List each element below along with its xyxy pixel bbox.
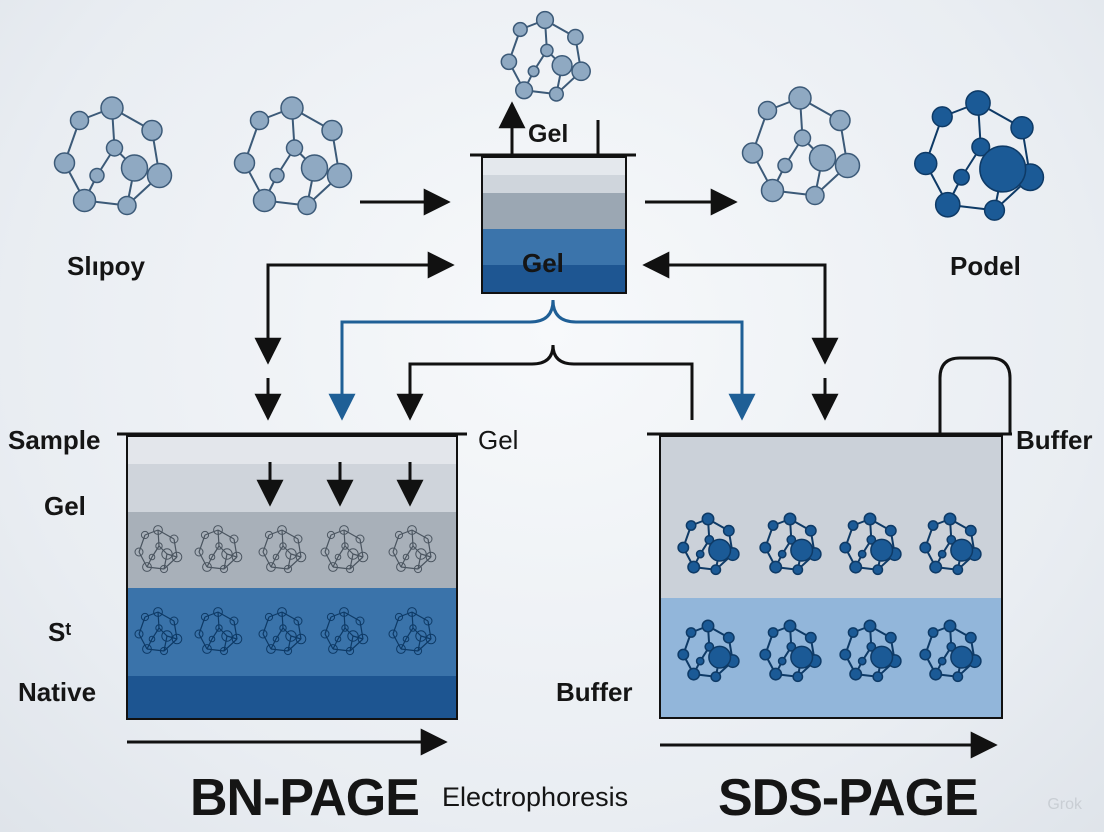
label-buffer-top: Buffer	[1016, 425, 1093, 455]
label-left-st: Sᵗ	[48, 617, 71, 647]
molecule-bn-row1-1	[194, 525, 243, 574]
molecule-sds-row2-2	[839, 619, 902, 683]
arrow-right-loop	[642, 251, 839, 365]
label-beaker-middle: Gel	[522, 248, 564, 278]
molecule-bn-row1-0	[134, 525, 183, 574]
black-bracket	[396, 344, 555, 421]
label-native: Native	[18, 677, 97, 707]
molecule-top-center	[500, 10, 591, 102]
label-center-gel: Gel	[478, 425, 519, 455]
molecule-top-1	[53, 96, 173, 216]
molecule-sds-row1-2	[839, 512, 902, 576]
label-left-gel: Gel	[44, 491, 86, 521]
molecule-bn-row1-2	[258, 525, 307, 574]
molecule-sds-row1-3	[919, 512, 982, 576]
label-sample: Sample	[8, 425, 101, 455]
molecule-top-3	[741, 86, 861, 206]
arrow-left-loop	[254, 251, 455, 365]
molecule-sds-row2-3	[919, 619, 982, 683]
molecule-bn-row2-3	[320, 607, 369, 656]
center-beaker	[470, 101, 636, 294]
blue-arrow-right	[551, 299, 756, 421]
blue-arrow-left	[328, 299, 555, 421]
molecule-sds-row2-0	[677, 619, 740, 683]
molecule-top-4	[914, 90, 1045, 221]
title-sds-page: SDS-PAGE	[718, 769, 979, 827]
molecule-sds-row1-1	[759, 512, 822, 576]
molecule-top-2	[233, 96, 353, 216]
bn-page-tank	[117, 432, 467, 720]
title-electrophoresis: Electrophoresis	[442, 782, 629, 812]
label-buffer-bottom: Buffer	[556, 677, 633, 707]
title-bn-page: BN-PAGE	[190, 769, 420, 827]
watermark: Grok	[1047, 796, 1082, 813]
molecule-group	[53, 10, 1045, 683]
molecule-bn-row2-4	[388, 607, 437, 656]
molecule-bn-row1-4	[388, 525, 437, 574]
label-top-left-molecule: Slıpoy	[67, 251, 146, 281]
molecule-sds-row2-1	[759, 619, 822, 683]
molecule-bn-row1-3	[320, 525, 369, 574]
molecule-sds-row1-0	[677, 512, 740, 576]
molecule-bn-row2-0	[134, 607, 183, 656]
molecule-bn-row2-1	[194, 607, 243, 656]
label-top-right-molecule: Podel	[950, 251, 1021, 281]
label-beaker-top: Gel	[528, 120, 569, 148]
molecule-bn-row2-2	[258, 607, 307, 656]
